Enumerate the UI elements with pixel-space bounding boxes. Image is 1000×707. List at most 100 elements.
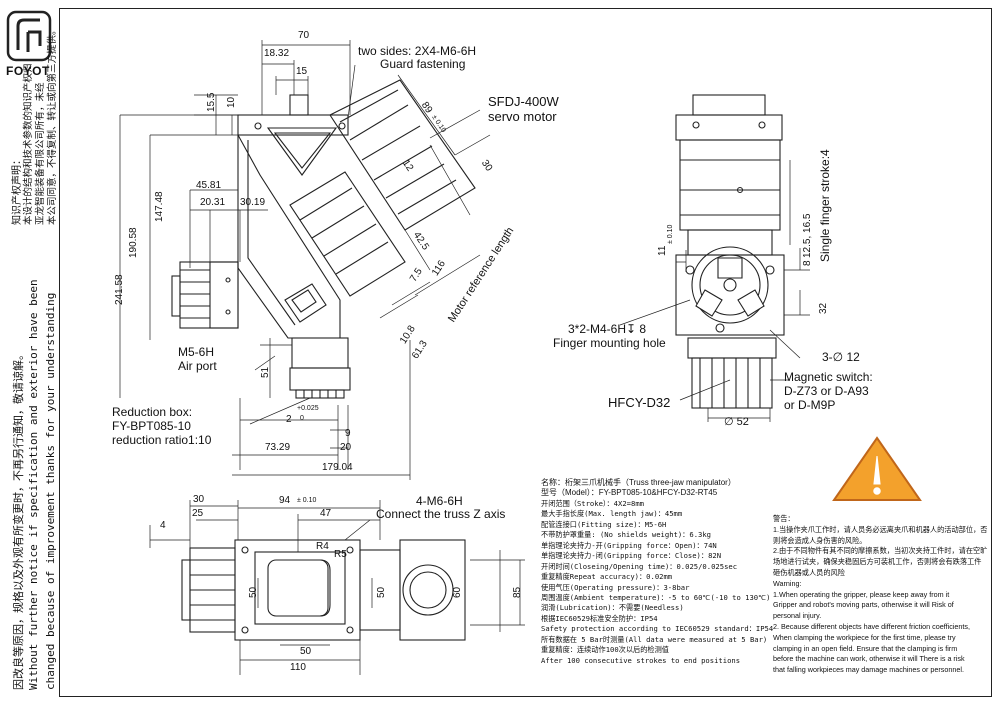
- dim-3-phi12: 3-∅ 12: [822, 350, 860, 364]
- bottom-dim-94: 94: [279, 495, 291, 506]
- warning-en-7: before the machine can work, otherwise i…: [773, 654, 965, 664]
- hfcy-model: HFCY-D32: [608, 395, 671, 410]
- bottom-dim-47: 47: [320, 508, 332, 519]
- warning-en-1: 1.When operating the gripper, please kee…: [773, 589, 950, 599]
- spec-jaw: 最大手指长度(Max. length jaw)：45mm: [541, 509, 683, 519]
- border-frame: [59, 8, 992, 697]
- truss-connect-thread: 4-M6-6H: [416, 494, 463, 508]
- warning-title-en: Warning:: [773, 578, 802, 588]
- bottom-dim-94-tol: ± 0.10: [297, 497, 317, 504]
- air-port-thread: M5-6H: [178, 345, 215, 359]
- reduction-box-model: FY-BPT085-10: [112, 419, 191, 433]
- dim-11: 11: [657, 245, 668, 256]
- dim-12-5-16-5: 12.5, 16.5: [802, 213, 813, 258]
- warning-cn-4: 场地进行试夹，确保夹稳固后方可装机工作，否则将会有跌落工件: [773, 557, 982, 567]
- air-port-label: Air port: [178, 359, 217, 373]
- bottom-dim-30: 30: [193, 494, 205, 505]
- dim-15-5: 15.5: [206, 92, 217, 112]
- change-notice-en2: changed because of improvement thanks fo…: [44, 292, 57, 690]
- bottom-dim-R4: R4: [316, 541, 329, 552]
- dim-73-29: 73.29: [265, 442, 291, 453]
- dim-2: 2: [286, 414, 292, 425]
- single-finger-stroke: Single finger stroke:4: [818, 149, 832, 262]
- bottom-dim-50-bottom: 50: [300, 646, 312, 657]
- warning-en-6: clamping in an open field. Ensure that t…: [773, 643, 958, 653]
- spec-stroke: 开闭范围（Stroke）：4X2=8mm: [541, 498, 644, 508]
- front-view: [119, 40, 491, 480]
- warning-title-cn: 警告：: [773, 514, 795, 523]
- truss-connect-label: Connect the truss Z axis: [376, 507, 506, 521]
- finger-hole-label: Finger mounting hole: [553, 336, 666, 350]
- bottom-view: [149, 500, 525, 675]
- dim-9: 9: [345, 428, 351, 439]
- magnetic-switch-label: Magnetic switch:: [784, 370, 873, 384]
- dim-phi52: ∅ 52: [724, 416, 749, 428]
- finger-hole-spec: 3*2-M4-6H↧ 8: [568, 322, 647, 336]
- warning-cn-1: 1.当操作夹爪工作时，请人员务必远离夹爪和机器人的活动部位，否: [773, 524, 988, 534]
- servo-motor-model: SFDJ-400W: [488, 94, 559, 109]
- servo-motor-label: servo motor: [488, 109, 557, 124]
- dim-45-81: 45.81: [196, 180, 222, 191]
- dim-190-58: 190.58: [128, 227, 139, 258]
- reduction-ratio: reduction ratio1:10: [112, 433, 212, 447]
- bottom-dim-60: 60: [452, 586, 463, 598]
- bottom-dim-50-mid: 50: [376, 586, 387, 598]
- spec-lubrication: 润滑(Lubrication)：不需要(Needless): [541, 603, 684, 613]
- spec-fitting: 配管连接口(Fitting size)：M5-6H: [541, 519, 667, 529]
- warning-cn-5: 砸伤机器或人员的风险: [773, 567, 845, 577]
- warning-en-8: that falling workpieces may damage machi…: [773, 665, 964, 675]
- bottom-dim-25: 25: [192, 508, 204, 519]
- dim-8: 8: [802, 260, 813, 266]
- dim-20: 20: [340, 442, 352, 453]
- dim-11-tol: ± 0.10: [667, 224, 674, 244]
- spec-repeat-test: 重复精度：连续动作100次以后的检测值: [541, 645, 669, 655]
- dim-241-58: 241.58: [114, 274, 125, 305]
- change-notice-cn: 因改良等原因，规格以及外观有所变更时，不再另行通知，敬请谅解。: [13, 349, 25, 690]
- dim-2-tol-minus: 0: [300, 415, 304, 422]
- reduction-box-label: Reduction box:: [112, 405, 193, 419]
- spec-repeat: 重复精度Repeat accuracy)：0.02mm: [541, 572, 673, 582]
- warning-en-3: personal injury.: [773, 611, 822, 621]
- spec-temp: 周围温度(Ambient temperature)：-5 to 60℃(-10 …: [541, 592, 771, 602]
- dim-10: 10: [226, 96, 237, 108]
- warning-cn-2: 则将会造成人身伤害的风险。: [773, 535, 867, 545]
- magnetic-switch-models: D-Z73 or D-A93: [784, 384, 869, 398]
- spec-ip-en: Safety protection according to IEC60529 …: [541, 624, 774, 634]
- warning-text: 警告： 1.当操作夹爪工作时，请人员务必远离夹爪和机器人的活动部位，否 则将会造…: [773, 514, 987, 676]
- dim-18-32: 18.32: [264, 48, 290, 59]
- bottom-dim-85: 85: [512, 586, 523, 598]
- spec-ip-cn: 根据IEC60529标准安全防护：IP54: [541, 613, 658, 623]
- change-notice-en1: Without further notice if specification …: [27, 279, 40, 690]
- spec-after: After 100 consecutive strokes to end pos…: [541, 655, 741, 665]
- spec-model: 型号（Model）：FY-BPT085-10&HFCY-D32-RT45: [541, 488, 718, 498]
- warning-en-5: When clamping the workpiece for the firs…: [773, 632, 956, 642]
- spec-grip-open: 单指理论夹持力-开(Gripping force：Open)：74N: [541, 540, 717, 550]
- spec-name: 名称：桁架三爪机械手（Truss three-jaw manipulator）: [541, 478, 736, 487]
- bottom-dim-110: 110: [290, 662, 306, 673]
- dim-147-48: 147.48: [154, 191, 165, 222]
- spec-pressure: 使用气压(Operating pressure)：3-8bar: [541, 582, 690, 592]
- dim-179-04: 179.04: [322, 462, 353, 473]
- spec-list: 名称：桁架三爪机械手（Truss three-jaw manipulator） …: [541, 478, 773, 666]
- dim-30-19: 30.19: [240, 197, 266, 208]
- dim-70: 70: [298, 30, 310, 41]
- dim-2-tol-plus: +0.025: [297, 405, 319, 412]
- dim-32: 32: [818, 302, 829, 314]
- guard-fastening-label: Guard fastening: [380, 57, 466, 71]
- ip-notice-line3: 本公司同意，不得复制、转让或向第三方提供。: [47, 25, 58, 225]
- spec-weight: 不带防护罩重量: (No shields weight)：6.3kg: [541, 530, 712, 540]
- foyot-logo-icon: [6, 10, 52, 62]
- spec-measured: 所有数据在 5 Bar时测量(All data were measured at…: [541, 634, 768, 644]
- guard-fastening-spec: two sides: 2X4-M6-6H: [358, 44, 477, 58]
- magnetic-switch-alt: or D-M9P: [784, 398, 836, 412]
- spec-grip-close: 单指理论夹持力-闭(Gripping force：Close)：82N: [541, 551, 722, 561]
- warning-en-4: 2. Because different objects have differ…: [773, 621, 970, 631]
- dim-20-31: 20.31: [200, 197, 226, 208]
- bottom-dim-R5: R5: [334, 549, 347, 560]
- dim-51: 51: [260, 366, 271, 378]
- brand-name: FOYOT: [6, 64, 50, 78]
- spec-time: 开闭时间(Closeing/Opening time)：0.025/0.025s…: [541, 561, 738, 571]
- warning-en-2: Gripper and robot's moving parts, otherw…: [773, 600, 954, 610]
